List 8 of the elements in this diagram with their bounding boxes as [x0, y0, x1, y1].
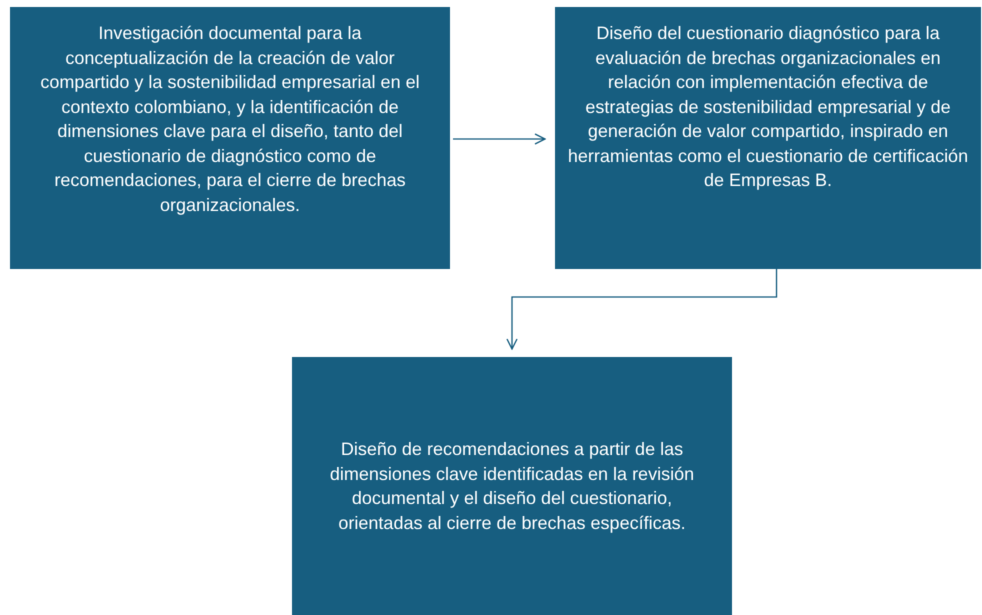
step-text: Investigación documental para la conceptualización de la creación de valor compartido y la sostenibilidad empresarial en el contexto colombiano, y la identificación de dimensiones clave para el diseño, tanto del cuestionario de diagnóstico como de recomendaciones, para el cierre de brechas organizacionales.: [39, 22, 421, 217]
arrow: [453, 133, 546, 145]
process-box: [555, 7, 981, 269]
process-box: [292, 357, 732, 615]
process-box: [10, 7, 450, 269]
step-text: Diseño de recomendaciones a partir de las dimensiones clave identificadas en la revisión documental y el diseño del cuestionario, orientadas al cierre de brechas específicas.: [328, 438, 696, 535]
arrow: [506, 269, 778, 350]
step-text: Diseño del cuestionario diagnóstico para la evaluación de brechas organizacionales en relación con implementación efectiva de estrategias de sostenibilidad empresarial y de generación de valor compartido, inspirado en herramientas como el cuestionario de certificación de Empresas B.: [566, 22, 970, 192]
